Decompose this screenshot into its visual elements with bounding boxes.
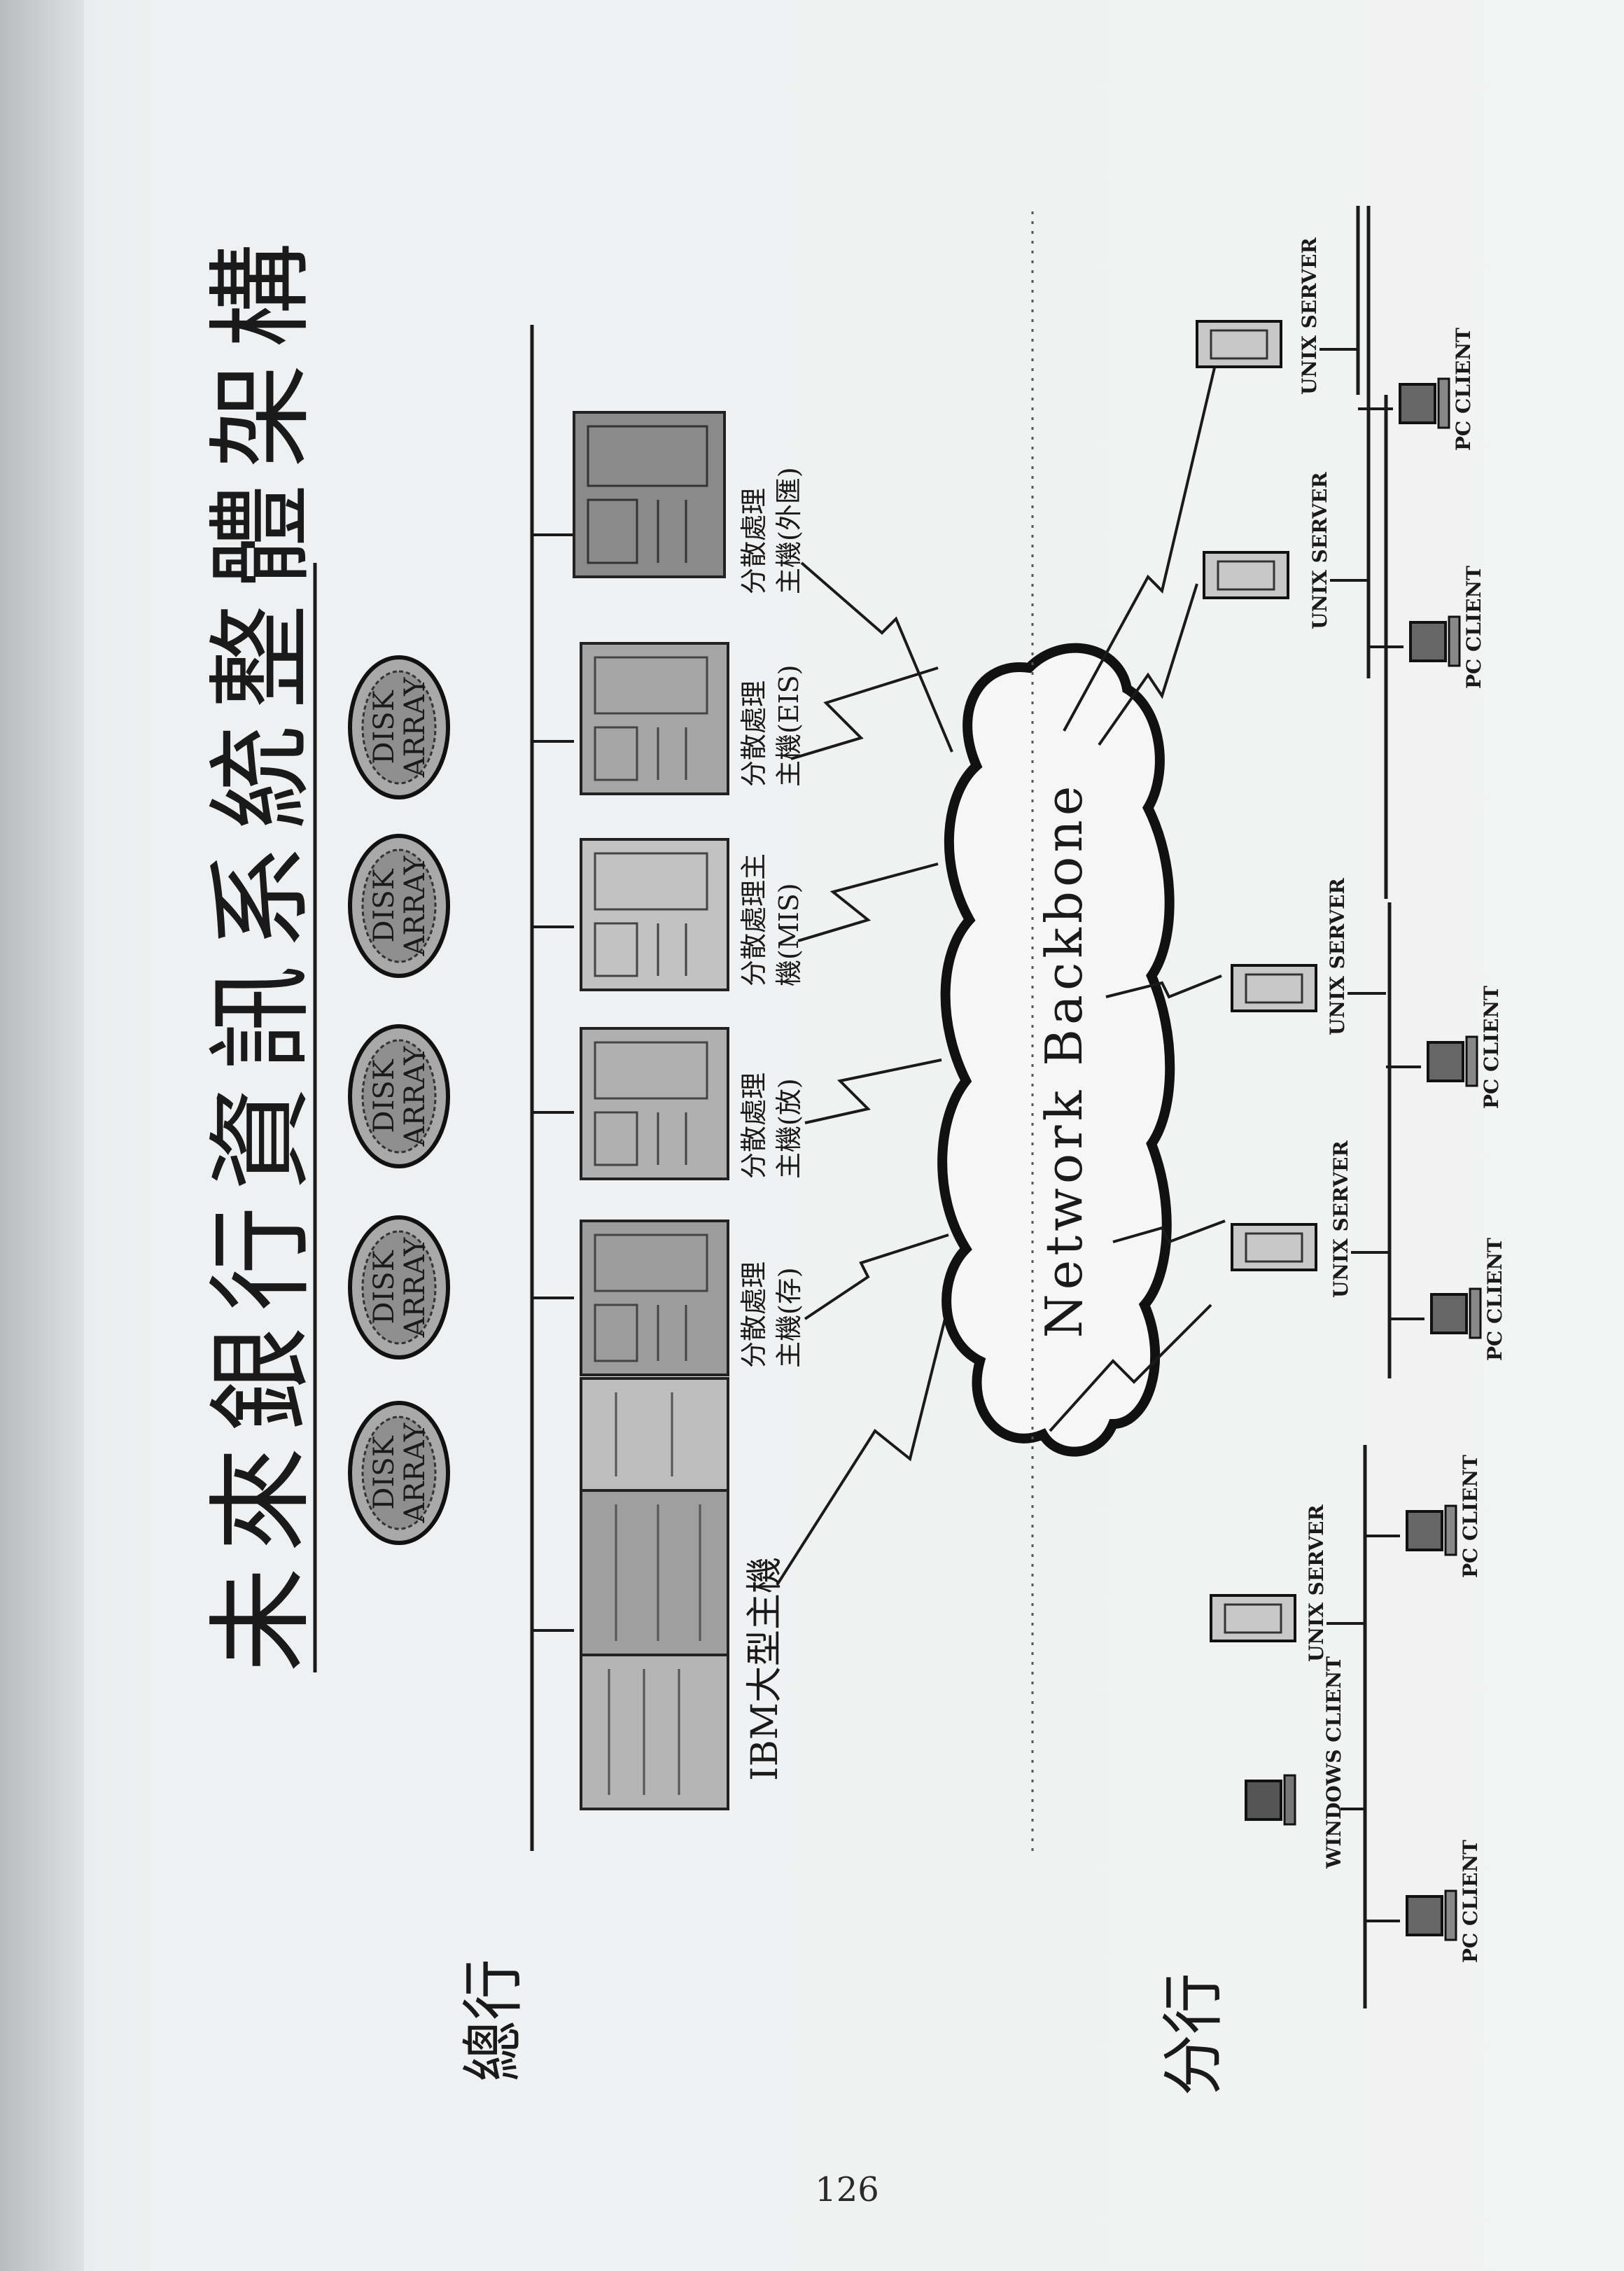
wan-links-branch	[1049, 352, 1226, 1432]
unix-server: UNIX SERVER	[1231, 1140, 1390, 1298]
branch-group: UNIX SERVER PC CLIENT	[1203, 206, 1485, 689]
diagram-title: 未來銀行資訊系統整體架構	[201, 228, 323, 1672]
pc-client: PC CLIENT	[1368, 566, 1485, 689]
pc-client-label: PC CLIENT	[1483, 1238, 1506, 1361]
disk-array-label: ARRAY	[399, 855, 431, 956]
disk-array-label: DISK	[368, 690, 400, 764]
page-number: 126	[815, 2170, 879, 2209]
pc-client: PC CLIENT	[1390, 1238, 1506, 1361]
windows-client: WINDOWS CLIENT	[1245, 1656, 1365, 1869]
unix-server: UNIX SERVER	[1196, 237, 1358, 395]
host-label: 分散處理	[738, 1072, 769, 1179]
disk-array-label: ARRAY	[399, 1423, 431, 1523]
head-office-label: 總行	[457, 1959, 529, 2082]
branch-label: 分行	[1157, 1973, 1229, 2096]
unix-server-label: UNIX SERVER	[1326, 878, 1349, 1035]
host-label: 主機(放)	[774, 1078, 804, 1179]
disk-array: DISK ARRAY	[348, 1401, 450, 1545]
unix-server: UNIX SERVER	[1231, 878, 1386, 1035]
network-backbone-label: Network Backbone	[1035, 782, 1093, 1339]
disk-array: DISK ARRAY	[348, 1215, 450, 1360]
pc-client: PC CLIENT	[1386, 986, 1503, 1109]
unix-server-label: UNIX SERVER	[1298, 237, 1321, 395]
distributed-host-mis: 分散處理主 機(MIS)	[580, 838, 804, 991]
host-label: 分散處理	[738, 1262, 769, 1368]
host-label: 分散處理	[738, 488, 769, 594]
disk-array-label: ARRAY	[399, 677, 431, 778]
disk-array-label: ARRAY	[399, 1237, 431, 1338]
pc-client-label: PC CLIENT	[1459, 1455, 1482, 1578]
host-drops	[532, 533, 574, 1632]
disk-arrays: DISK ARRAY DISK ARRAY DISK ARRAY	[348, 655, 450, 1545]
unix-server-label: UNIX SERVER	[1305, 1504, 1328, 1662]
pc-client-label: PC CLIENT	[1480, 986, 1503, 1109]
pc-client-label: PC CLIENT	[1462, 566, 1485, 689]
pc-client: PC CLIENT	[1365, 1455, 1482, 1578]
ibm-mainframe: IBM大型主機	[580, 1377, 786, 1810]
disk-array: DISK ARRAY	[348, 834, 450, 978]
disk-array-label: ARRAY	[399, 1046, 431, 1147]
host-label: 主機(EIS)	[774, 665, 804, 787]
disk-array: DISK ARRAY	[348, 1024, 450, 1168]
branch-group: UNIX SERVER PC CLIENT	[1196, 206, 1475, 451]
pc-client: PC CLIENT	[1358, 328, 1475, 451]
pc-client-label: PC CLIENT	[1452, 328, 1475, 451]
unix-server-label: UNIX SERVER	[1329, 1140, 1352, 1298]
distributed-host-loan: 分散處理 主機(放)	[580, 1027, 804, 1180]
host-label: 分散處理	[738, 680, 769, 787]
distributed-host-eis: 分散處理 主機(EIS)	[580, 642, 804, 795]
pc-client: PC CLIENT	[1365, 1840, 1482, 1963]
disk-array: DISK ARRAY	[348, 655, 450, 799]
disk-array-label: DISK	[368, 1058, 400, 1133]
pc-client-label: PC CLIENT	[1459, 1840, 1482, 1963]
branch-group: UNIX SERVER WINDOWS CLIENT PC CLIENT	[1210, 1445, 1482, 2008]
host-label: 機(MIS)	[774, 883, 804, 986]
host-label: 主機(存)	[774, 1267, 804, 1368]
unix-server: UNIX SERVER	[1210, 1504, 1365, 1662]
network-backbone-cloud: Network Backbone	[937, 643, 1175, 1457]
unix-server: UNIX SERVER	[1203, 472, 1368, 629]
branch-group: UNIX SERVER PC CLIENT	[1231, 902, 1506, 1378]
windows-client-label: WINDOWS CLIENT	[1322, 1656, 1345, 1869]
unix-server-label: UNIX SERVER	[1308, 472, 1331, 629]
host-label: 主機(外匯)	[774, 467, 804, 594]
disk-array-label: DISK	[368, 1435, 400, 1509]
wan-links-head-office	[776, 561, 960, 1586]
branch-group: UNIX SERVER PC CLIENT	[1231, 395, 1503, 1109]
host-label: 分散處理主	[738, 853, 769, 986]
disk-array-label: DISK	[368, 1250, 400, 1324]
distributed-host-forex: 分散處理 主機(外匯)	[573, 411, 804, 594]
ibm-mainframe-label: IBM大型主機	[744, 1557, 786, 1781]
disk-array-label: DISK	[368, 868, 400, 942]
distributed-host-deposit: 分散處理 主機(存)	[580, 1220, 804, 1376]
page-edge-shadow	[0, 0, 84, 2271]
